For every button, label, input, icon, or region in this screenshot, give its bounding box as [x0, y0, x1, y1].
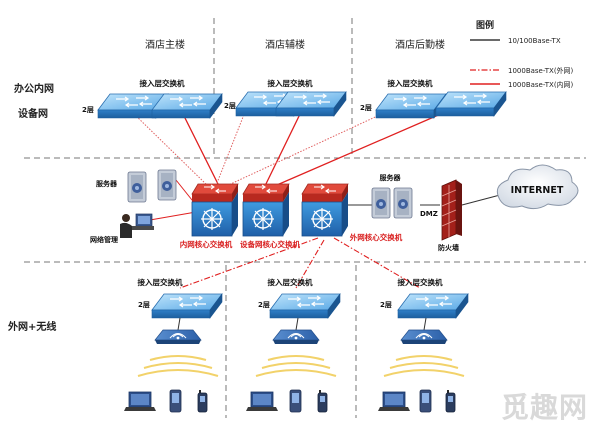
- server-label-right: 服务器: [380, 173, 402, 182]
- legend-label-10-100: 10/100Base-TX: [508, 37, 561, 45]
- section-dividers: [24, 18, 586, 418]
- server-label-left: 服务器: [96, 179, 118, 188]
- access-switch-label-bottom-2: 接入层交换机: [268, 277, 313, 287]
- server-icon: [127, 171, 147, 203]
- zone-label-external-wireless: 外网+无线: [7, 320, 56, 333]
- legend-title: 图例: [476, 19, 494, 31]
- dmz-label: DMZ: [420, 210, 438, 218]
- phone-icon: [169, 389, 182, 413]
- links-top-to-core: [131, 109, 451, 189]
- access-switch-logistics-2: [435, 91, 507, 117]
- legend: 图例 10/100Base-TX 1000Base-TX(外网) 1000Bas…: [470, 19, 574, 89]
- layer2-label-bottom-2: 2层: [258, 300, 270, 309]
- phone-icon: [289, 389, 302, 413]
- zone-label-office-intranet: 办公内网: [14, 82, 54, 95]
- internet-label: INTERNET: [511, 185, 564, 196]
- firewall-label: 防火墙: [438, 243, 459, 252]
- laptop-icon: [245, 391, 279, 412]
- building-main-label: 酒店主楼: [145, 38, 185, 51]
- layer2-label-bottom-3: 2层: [380, 300, 392, 309]
- mobile-icon: [197, 389, 208, 413]
- laptop-icon: [377, 391, 411, 412]
- wireless-signal-waves: [137, 355, 465, 377]
- access-switch-bottom-3: [397, 293, 469, 319]
- laptop-icon: [123, 391, 157, 412]
- mobile-icon: [317, 389, 328, 413]
- server-icon: [393, 187, 413, 219]
- access-switch-label-logistics: 接入层交换机: [388, 78, 433, 88]
- core-switch-external: [301, 183, 349, 237]
- mobile-icon: [445, 389, 456, 413]
- layer2-label-main: 2层: [82, 105, 94, 114]
- firewall-icon: [441, 179, 462, 241]
- building-annex-label: 酒店辅楼: [265, 38, 305, 51]
- network-admin-label: 网络管理: [90, 235, 118, 244]
- access-switch-label-annex: 接入层交换机: [268, 78, 313, 88]
- links-core-to-bottom: [179, 237, 421, 289]
- access-switch-label-main: 接入层交换机: [140, 78, 185, 88]
- zone-label-device-network: 设备网: [18, 107, 48, 120]
- network-admin-icon: [120, 213, 154, 238]
- layer2-label-bottom-1: 2层: [138, 300, 150, 309]
- wireless-ap-icon: [400, 329, 448, 345]
- core-label-device: 设备网核心交换机: [240, 239, 300, 249]
- access-switch-annex-2: [275, 91, 347, 117]
- internet-cloud-icon: [496, 164, 579, 210]
- links-switch-to-ap: [177, 317, 427, 331]
- wireless-ap-icon: [272, 329, 320, 345]
- access-switch-bottom-1: [151, 293, 223, 319]
- access-switch-label-bottom-1: 接入层交换机: [138, 277, 183, 287]
- core-switch-device: [242, 183, 290, 237]
- legend-label-1000-external: 1000Base-TX(外网): [508, 66, 574, 75]
- access-switch-bottom-2: [269, 293, 341, 319]
- server-icon: [371, 187, 391, 219]
- building-logistics-label: 酒店后勤楼: [395, 38, 445, 51]
- core-switch-intranet: [191, 183, 239, 237]
- watermark-text: 觅趣网: [500, 391, 588, 424]
- access-switch-main-2: [151, 93, 223, 119]
- access-switch-label-bottom-3: 接入层交换机: [398, 277, 443, 287]
- legend-label-1000-internal: 1000Base-TX(内网): [508, 80, 574, 89]
- layer2-label-annex: 2层: [224, 101, 236, 110]
- core-label-external: 外网核心交换机: [350, 232, 403, 242]
- server-icon: [157, 169, 177, 201]
- wireless-ap-icon: [154, 329, 202, 345]
- phone-icon: [419, 389, 432, 413]
- core-label-intranet: 内网核心交换机: [180, 239, 233, 249]
- layer2-label-logistics: 2层: [360, 103, 372, 112]
- access-switch-logistics-1: [375, 93, 447, 119]
